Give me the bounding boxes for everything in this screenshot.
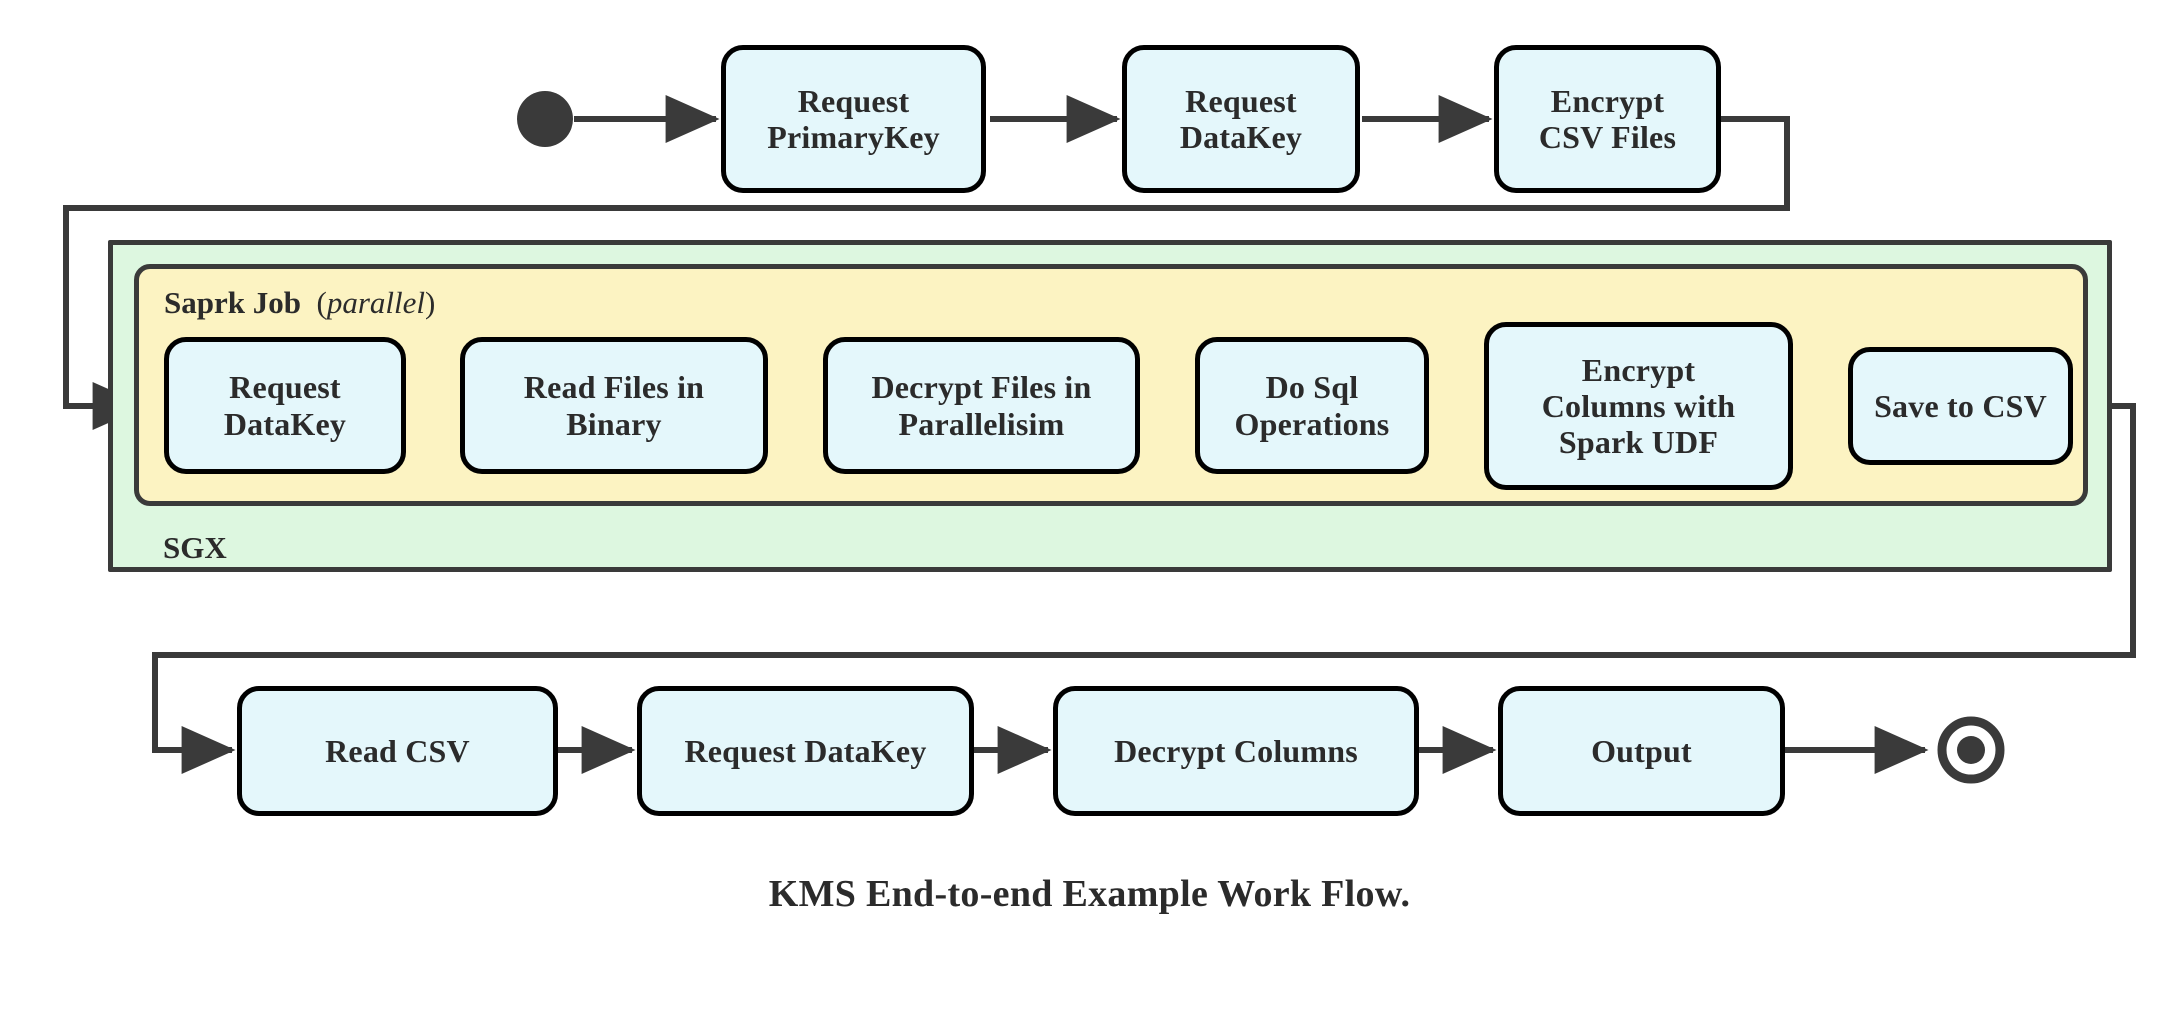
end-node-inner-dot xyxy=(1957,736,1985,764)
node-do-sql-operations[interactable]: Do Sql Operations xyxy=(1195,337,1429,474)
group-sgx-label: SGX xyxy=(163,530,227,565)
node-encrypt-columns-with-spark-udf[interactable]: Encrypt Columns with Spark UDF xyxy=(1484,322,1793,490)
node-request-datakey-bottom[interactable]: Request DataKey xyxy=(637,686,974,816)
start-node-filled-circle xyxy=(517,91,573,147)
node-request-datakey-spark[interactable]: Request DataKey xyxy=(164,337,406,474)
group-spark-job-label-italic: parallel xyxy=(326,285,425,320)
group-spark-job-label-bold: Saprk Job xyxy=(164,285,301,320)
group-spark-job-label-paren-close: ) xyxy=(424,285,436,320)
node-save-to-csv[interactable]: Save to CSV xyxy=(1848,347,2073,465)
edge-save-to-csv-to-read-csv xyxy=(152,403,2136,774)
node-decrypt-columns[interactable]: Decrypt Columns xyxy=(1053,686,1419,816)
node-read-files-in-binary[interactable]: Read Files in Binary xyxy=(460,337,768,474)
node-read-csv[interactable]: Read CSV xyxy=(237,686,558,816)
group-spark-job-label: Saprk Job (parallel) xyxy=(164,285,435,321)
node-output[interactable]: Output xyxy=(1498,686,1785,816)
node-request-primarykey[interactable]: Request PrimaryKey xyxy=(721,45,986,193)
node-decrypt-files-in-parallelisim[interactable]: Decrypt Files in Parallelisim xyxy=(823,337,1140,474)
edge-encrypt-csv-to-spark-datakey xyxy=(63,116,1790,430)
node-request-datakey-top[interactable]: Request DataKey xyxy=(1122,45,1360,193)
node-encrypt-csv-files[interactable]: Encrypt CSV Files xyxy=(1494,45,1721,193)
diagram-caption: KMS End-to-end Example Work Flow. xyxy=(768,873,1411,915)
group-spark-job-label-paren-open: ( xyxy=(316,285,327,320)
